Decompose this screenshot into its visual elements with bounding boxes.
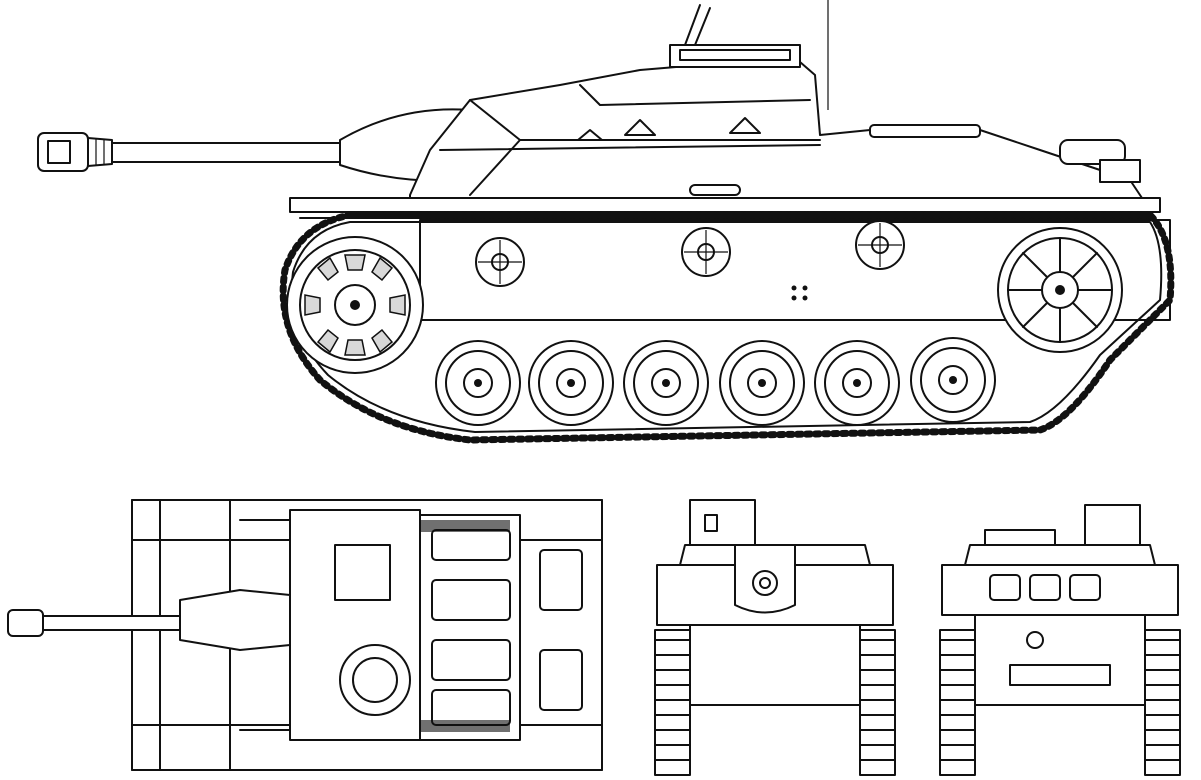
- track-right: [1144, 629, 1181, 776]
- road-wheel: [910, 337, 996, 423]
- hull: [656, 544, 894, 706]
- return-roller: [475, 237, 525, 287]
- casemate: [239, 509, 421, 741]
- hull: [941, 564, 1179, 706]
- return-roller: [855, 220, 905, 270]
- track: [279, 211, 1175, 444]
- front-view: [645, 495, 910, 780]
- gun-barrel: [7, 589, 291, 651]
- return-roller: [681, 227, 731, 277]
- road-wheel: [719, 340, 805, 426]
- top-view: [0, 480, 625, 780]
- drive-sprocket: [286, 236, 424, 374]
- superstructure: [409, 0, 1151, 211]
- road-wheel: [814, 340, 900, 426]
- road-wheel: [528, 340, 614, 426]
- road-wheel: [435, 340, 521, 426]
- engine-deck: [419, 514, 583, 741]
- road-wheel: [623, 340, 709, 426]
- track-right: [859, 629, 896, 776]
- gun-barrel: [37, 108, 471, 182]
- superstructure: [964, 504, 1156, 566]
- rear-view: [930, 495, 1195, 780]
- idler-wheel: [997, 227, 1123, 353]
- track-left: [654, 629, 691, 776]
- side-view: [37, 0, 1175, 444]
- track-left: [939, 629, 976, 776]
